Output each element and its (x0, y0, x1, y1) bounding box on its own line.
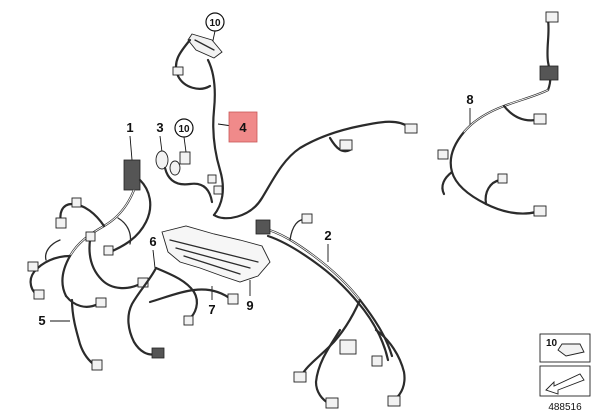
wire-part-4-horizontal (212, 120, 412, 220)
part-1-harness: 1 (27, 120, 152, 308)
wire-part-1-branch-e (64, 294, 100, 308)
wire-top-loop (174, 38, 212, 90)
leader-1 (129, 135, 133, 161)
connector-8-b (437, 149, 449, 160)
wire-part-6 (127, 266, 158, 356)
connector-6-branch (183, 315, 194, 326)
grommet-top (187, 33, 223, 59)
connector-1-a (55, 217, 67, 229)
callout-2-label: 2 (324, 228, 331, 243)
wire-part-2-trunk-a (260, 226, 394, 358)
leader-3 (159, 135, 163, 153)
callout-1-label: 1 (126, 120, 133, 135)
wire-part-2-hl (261, 227, 361, 301)
part-6-7-cables: 6 7 (127, 234, 239, 359)
wire-part-2-branch-a (298, 298, 362, 380)
wire-part-1-branch-f (44, 239, 61, 261)
part-3-grommet-a (155, 150, 169, 170)
connector-1-d (95, 297, 107, 308)
highlight-box-4 (228, 111, 258, 143)
connector-2-d (387, 395, 401, 407)
connector-1-b (27, 261, 39, 272)
legend-box: 10 488516 (539, 333, 591, 413)
grommet-8 (539, 65, 559, 81)
connector-2-start (255, 219, 271, 235)
part-10-top-assembly: 10 (172, 12, 418, 220)
part-5-cable: 5 (38, 298, 103, 371)
wire-part-8-trunk (449, 88, 550, 215)
tray-body (161, 225, 271, 283)
connector-2-a (301, 213, 313, 224)
wire-part-3 (163, 166, 214, 204)
callout-5-label: 5 (38, 313, 45, 328)
connector-5-end (91, 359, 103, 371)
connector-top-left (172, 66, 184, 76)
wire-part-7 (148, 288, 234, 304)
legend-part-10-clip-icon (557, 343, 585, 357)
reference-number: 488516 (548, 402, 582, 413)
callout-9-label: 9 (246, 298, 253, 313)
connector-part-4-mid (339, 139, 353, 151)
connector-1-f (85, 231, 96, 242)
connector-part-4-a (207, 174, 217, 184)
part-3-grommet-b (169, 160, 181, 176)
part-4-callout: 4 (217, 111, 258, 143)
wire-part-1-branch-d (88, 238, 142, 290)
callout-10-mid-label: 10 (178, 124, 190, 135)
wire-part-8-top (546, 18, 552, 92)
connector-2-b (293, 371, 307, 383)
grommet-detail (194, 39, 215, 51)
callout-8-label: 8 (466, 92, 473, 107)
connector-8-top (545, 11, 559, 23)
connector-2-e (339, 339, 357, 355)
wire-part-1-branch-g (117, 217, 132, 245)
connector-1-h (71, 197, 82, 208)
connector-part-4-end (404, 123, 418, 134)
direction-arrow-icon (545, 373, 585, 395)
wire-part-1-branch-b (59, 202, 106, 228)
connector-1-g (103, 245, 114, 256)
wire-part-5 (70, 298, 98, 368)
wire-part-1-branch-a (108, 178, 152, 254)
callout-3-label: 3 (156, 120, 163, 135)
wire-part-1-branch-c (29, 254, 72, 298)
connector-1-c (33, 289, 45, 300)
legend-part-10-number: 10 (546, 338, 558, 349)
part-3-assembly: 3 10 (155, 118, 214, 204)
part-9-tray: 9 (161, 225, 271, 313)
connector-8-c (533, 205, 547, 217)
wire-part-4-branch (328, 136, 352, 153)
wire-part-2-branch-b (314, 328, 342, 406)
tray-ribs (169, 239, 259, 275)
wire-part-2-trunk-b (266, 234, 390, 362)
callout-6-label: 6 (149, 234, 156, 249)
callout-7-label: 7 (208, 302, 215, 317)
callout-4-label: 4 (239, 120, 247, 135)
wire-part-6-branch (154, 266, 198, 322)
part-8-harness: 8 (437, 11, 559, 217)
leader-10-mid (183, 136, 187, 153)
part-2-harness: 2 (255, 213, 406, 409)
wire-part-4-vertical (206, 58, 224, 217)
leader-6 (152, 249, 156, 269)
connector-6-end (151, 347, 165, 359)
connector-2-f (371, 355, 383, 367)
connector-8-d (497, 173, 508, 184)
wire-part-8-branch-b (441, 170, 454, 196)
connector-8-a (533, 113, 547, 125)
wire-part-8-branch-c (484, 178, 502, 206)
callout-10-top-label: 10 (209, 18, 221, 29)
wire-part-2-branch-c (374, 328, 406, 402)
connector-7-end (227, 293, 239, 305)
connector-part-4-b (213, 185, 223, 195)
connector-2-c (325, 397, 339, 409)
part-10-mid-connector (179, 151, 191, 165)
part-1-fuse-block (123, 159, 141, 191)
wire-part-8-branch-a (502, 104, 538, 122)
